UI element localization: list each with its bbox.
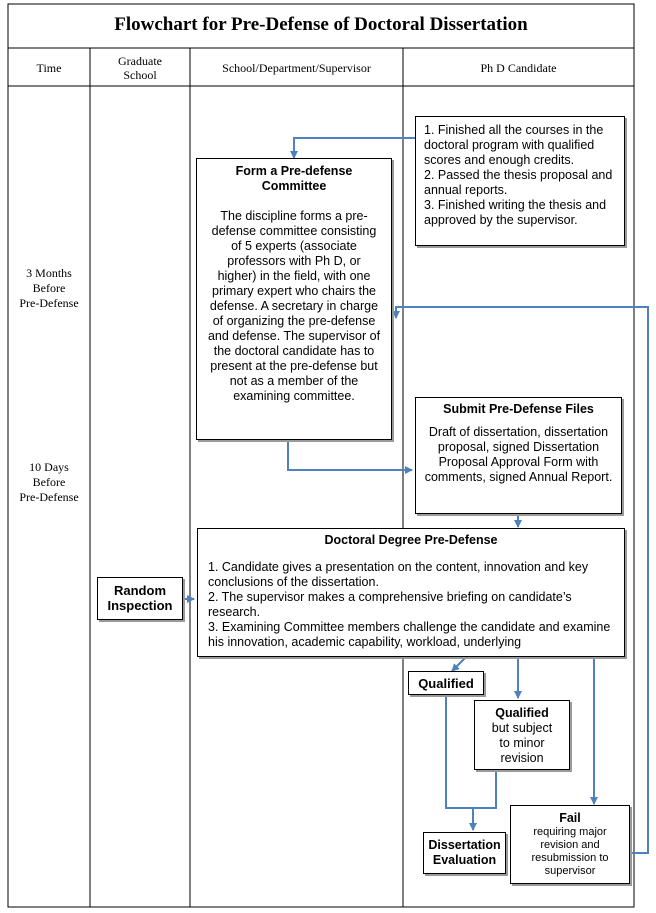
flow-arrows bbox=[183, 137, 649, 854]
submit-files-body: Draft of dissertation, dissertation prop… bbox=[424, 425, 613, 484]
dissertation-evaluation-box: Dissertation Evaluation bbox=[423, 832, 506, 874]
minor-revision-body: but subject to minor revision bbox=[491, 721, 553, 765]
fail-body: requiring major revision and resubmissio… bbox=[531, 826, 609, 877]
column-header-candidate: Ph D Candidate bbox=[480, 61, 557, 75]
time-label-three-months: 3 Months Before Pre-Defense bbox=[19, 266, 79, 310]
arrow-minor-to-evaluation bbox=[473, 770, 497, 809]
flowchart-title: Flowchart for Pre-Defense of Doctoral Di… bbox=[114, 14, 528, 35]
column-header-graduate-school: Graduate School bbox=[118, 54, 162, 82]
column-header-time: Time bbox=[36, 61, 62, 75]
column-header-school: School/Department/Supervisor bbox=[222, 61, 371, 75]
submit-files-title: Submit Pre-Defense Files bbox=[443, 402, 594, 416]
predefense-body: 1. Candidate gives a presentation on the… bbox=[208, 560, 611, 649]
requirements-box: 1. Finished all the courses in the docto… bbox=[415, 116, 625, 246]
arrow-qualified-to-evaluation bbox=[445, 695, 477, 831]
committee-body: The discipline forms a pre-defense commi… bbox=[207, 209, 381, 403]
fail-box: Fail requiring major revision and resubm… bbox=[510, 805, 630, 884]
arrow-committee-to-submit bbox=[287, 440, 413, 474]
fail-title: Fail bbox=[559, 811, 581, 825]
arrow-requirements-to-committee bbox=[290, 137, 415, 159]
predefense-box: Doctoral Degree Pre-Defense 1. Candidate… bbox=[197, 528, 625, 657]
arrow-fail-resubmit bbox=[392, 306, 649, 854]
time-label-ten-days: 10 Days Before Pre-Defense bbox=[19, 460, 79, 504]
committee-box: Form a Pre-defense Committee The discipl… bbox=[196, 158, 392, 440]
minor-revision-title: Qualified bbox=[495, 706, 549, 720]
submit-files-box: Submit Pre-Defense Files Draft of disser… bbox=[415, 397, 622, 514]
qualified-box: Qualified bbox=[408, 671, 484, 695]
table-grid bbox=[7, 3, 635, 908]
arrow-predefense-to-qualified bbox=[451, 656, 467, 672]
random-inspection-box: Random Inspection bbox=[97, 577, 183, 620]
predefense-title: Doctoral Degree Pre-Defense bbox=[324, 533, 498, 547]
minor-revision-box: Qualified but subject to minor revision bbox=[474, 700, 570, 770]
committee-title: Form a Pre-defense Committee bbox=[235, 164, 353, 193]
